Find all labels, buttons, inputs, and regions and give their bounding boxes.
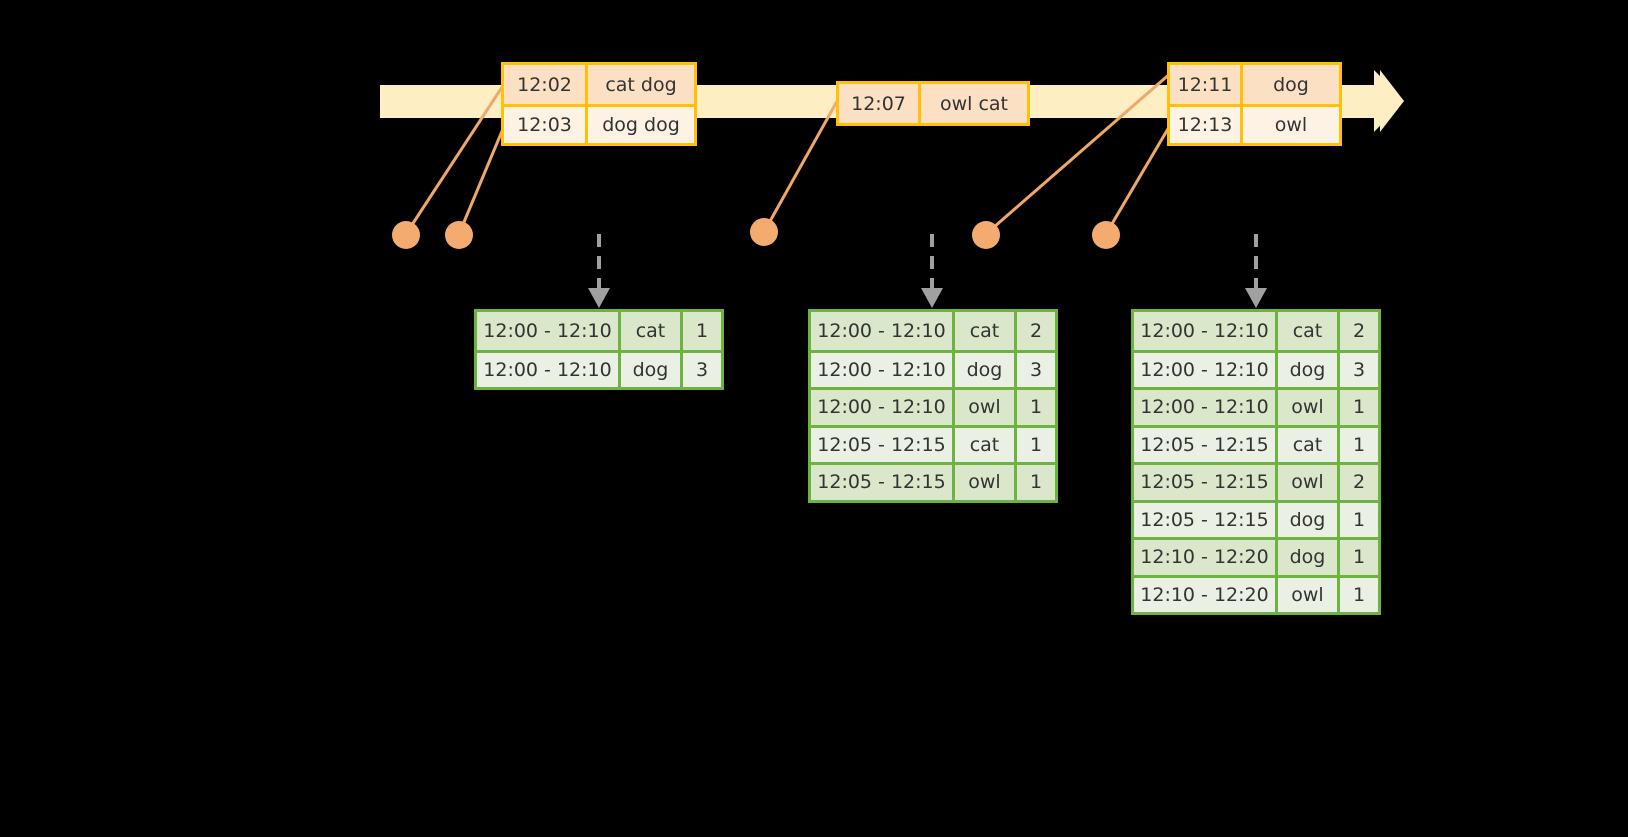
event-row: 12:02 cat dog <box>504 65 694 104</box>
count-cell: 1 <box>1352 396 1366 419</box>
key-cell: cat <box>621 312 683 350</box>
event-time: 12:11 <box>1170 65 1243 104</box>
window-cell: 12:10 - 12:20 <box>1134 577 1278 612</box>
event-time: 12:13 <box>1170 107 1243 143</box>
connector-line-5 <box>1104 121 1174 235</box>
event-payload: cat dog <box>605 73 677 96</box>
window-cell: 12:05 - 12:15 <box>811 427 955 462</box>
window-cell: 12:05 - 12:15 <box>1134 502 1278 537</box>
event-group-2: 12:07 owl cat <box>836 81 1030 126</box>
key-cell: dog <box>1278 352 1340 387</box>
key-cell: dog <box>955 352 1017 387</box>
connector-line-2 <box>457 123 507 235</box>
window-cell: 12:00 - 12:10 <box>811 390 955 425</box>
window-cell: 12:00 - 12:10 <box>477 352 621 387</box>
window-cell: 12:00 - 12:10 <box>811 312 955 350</box>
window-cell: 12:05 - 12:15 <box>1134 465 1278 500</box>
event-payload: owl <box>1274 114 1308 136</box>
key-cell: cat <box>955 427 1017 462</box>
window-cell: 12:00 - 12:10 <box>1134 352 1278 387</box>
count-cell: 1 <box>1352 433 1366 456</box>
event-marker-1 <box>392 221 420 249</box>
window-cell: 12:00 - 12:10 <box>477 312 621 350</box>
window-cell: 12:00 - 12:10 <box>811 352 955 387</box>
count-cell: 1 <box>695 319 709 342</box>
key-cell: owl <box>1278 390 1340 425</box>
count-cell: 1 <box>1352 583 1366 606</box>
event-group-3: 12:11 dog 12:13 owl <box>1167 62 1342 146</box>
key-cell: dog <box>621 352 683 387</box>
key-cell: owl <box>955 390 1017 425</box>
event-row: 12:03 dog dog <box>504 104 694 143</box>
window-cell: 12:10 - 12:20 <box>1134 540 1278 575</box>
count-cell: 1 <box>1029 433 1043 456</box>
key-cell: owl <box>955 465 1017 500</box>
count-cell: 3 <box>1029 358 1043 381</box>
event-marker-5 <box>1092 221 1120 249</box>
emit-arrow-3 <box>1245 234 1267 308</box>
event-payload: dog <box>1273 73 1309 96</box>
count-cell: 2 <box>1029 319 1043 342</box>
event-row: 12:07 owl cat <box>839 84 1027 123</box>
event-payload: dog dog <box>602 114 680 136</box>
window-cell: 12:00 - 12:10 <box>1134 390 1278 425</box>
count-cell: 2 <box>1352 471 1366 494</box>
emit-arrow-2 <box>921 234 943 308</box>
count-cell: 1 <box>1029 396 1043 419</box>
emit-arrow-1 <box>588 234 610 308</box>
count-cell: 3 <box>695 358 709 381</box>
key-cell: owl <box>1278 465 1340 500</box>
event-row: 12:11 dog <box>1170 65 1339 104</box>
window-cell: 12:05 - 12:15 <box>1134 427 1278 462</box>
key-cell: owl <box>1278 577 1340 612</box>
event-time: 12:07 <box>839 84 921 123</box>
key-cell: cat <box>955 312 1017 350</box>
count-cell: 3 <box>1352 358 1366 381</box>
event-time: 12:02 <box>504 65 588 104</box>
event-group-1: 12:02 cat dog 12:03 dog dog <box>501 62 697 146</box>
event-marker-4 <box>972 221 1000 249</box>
event-marker-3 <box>750 218 778 246</box>
event-payload: owl cat <box>939 92 1009 115</box>
key-cell: dog <box>1278 540 1340 575</box>
window-cell: 12:05 - 12:15 <box>811 465 955 500</box>
count-cell: 1 <box>1029 471 1043 494</box>
window-cell: 12:00 - 12:10 <box>1134 312 1278 350</box>
count-cell: 1 <box>1352 546 1366 569</box>
event-marker-2 <box>445 221 473 249</box>
key-cell: cat <box>1278 312 1340 350</box>
key-cell: cat <box>1278 427 1340 462</box>
event-row: 12:13 owl <box>1170 104 1339 143</box>
count-cell: 2 <box>1352 319 1366 342</box>
event-time: 12:03 <box>504 107 588 143</box>
count-cell: 1 <box>1352 508 1366 531</box>
key-cell: dog <box>1278 502 1340 537</box>
